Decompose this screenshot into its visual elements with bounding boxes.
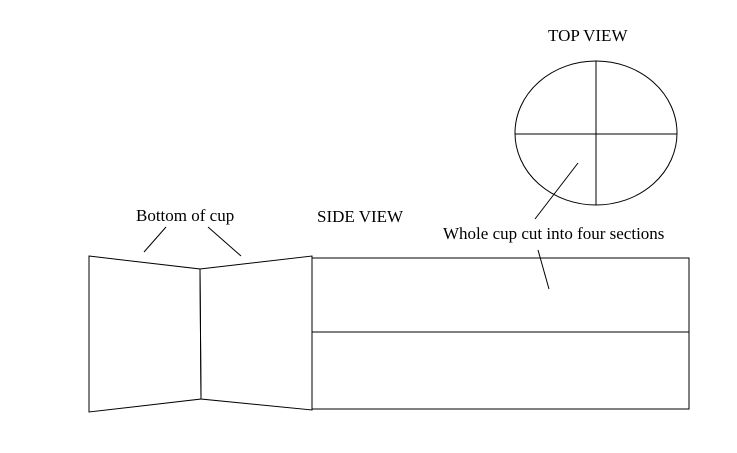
bottom-of-cup-label: Bottom of cup (136, 206, 235, 225)
whole-cup-pointer-top (534, 162, 579, 220)
cup-bottom-left-section (88, 255, 202, 413)
side-view-upper-section (311, 257, 690, 333)
side-view-label: SIDE VIEW (317, 207, 404, 226)
whole-cup-label: Whole cup cut into four sections (443, 224, 665, 243)
top-view-drawing (514, 60, 678, 206)
bottom-pointer-right (207, 226, 242, 257)
cup-bottom-right-section (199, 255, 313, 411)
whole-cup-pointer-side (537, 249, 550, 290)
side-view-lower-section (311, 331, 690, 410)
top-view-label: TOP VIEW (548, 26, 628, 45)
cup-bottom-sections (88, 255, 313, 413)
side-view-drawing (311, 257, 690, 410)
bottom-pointer-left (143, 226, 167, 253)
